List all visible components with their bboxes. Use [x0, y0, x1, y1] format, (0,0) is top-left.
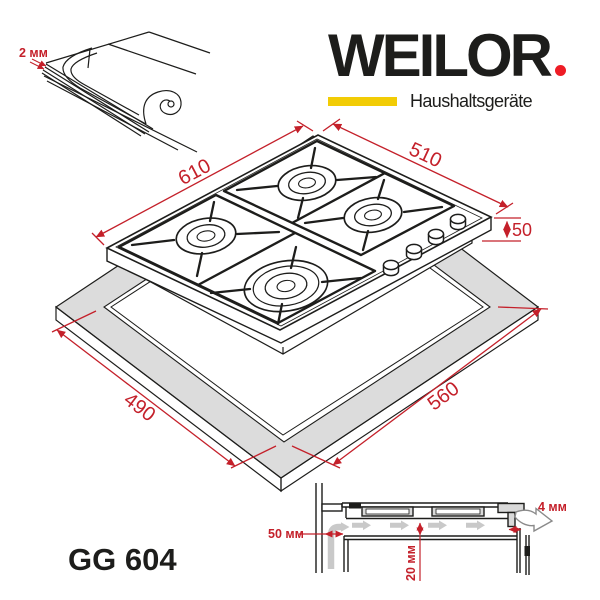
brand-name-text: WEILOR — [328, 22, 553, 89]
brand-logo: WEILOR Haushaltsgeräte — [328, 26, 566, 112]
dim-height-label: 50 — [512, 220, 532, 240]
bottom-clearance-label: 20 мм — [404, 545, 418, 581]
knob-icon — [405, 243, 423, 261]
edge-thickness-label: 2 мм — [19, 46, 48, 60]
logo-yellow-bar — [328, 97, 397, 106]
dim-depth-top-label: 510 — [406, 138, 446, 172]
brand-tagline-row: Haushaltsgeräte — [328, 91, 566, 112]
dim-width-top-label: 610 — [175, 155, 215, 190]
model-number: GG 604 — [68, 542, 177, 577]
brand-name: WEILOR — [328, 26, 566, 86]
dim-cutout-width-label: 560 — [424, 378, 464, 416]
wall-bracket — [524, 546, 530, 556]
brand-tagline: Haushaltsgeräte — [410, 91, 533, 111]
gas-injector — [349, 503, 361, 509]
burner-front-large — [243, 259, 329, 313]
control-knobs — [382, 213, 467, 277]
installation-cross-section: 50 мм 20 мм 4 мм — [268, 483, 567, 581]
wall-clearance-label: 50 мм — [268, 527, 304, 541]
dimension-lines — [51, 118, 549, 469]
rear-vent-gap-label: 4 мм — [538, 500, 567, 514]
knob-icon — [427, 228, 445, 246]
knob-icon — [382, 259, 400, 277]
vent-exit-arrow — [514, 507, 554, 533]
edge-detail-view: 2 мм — [19, 31, 211, 153]
knob-icon — [449, 213, 467, 231]
logo-dot-icon — [554, 65, 566, 76]
